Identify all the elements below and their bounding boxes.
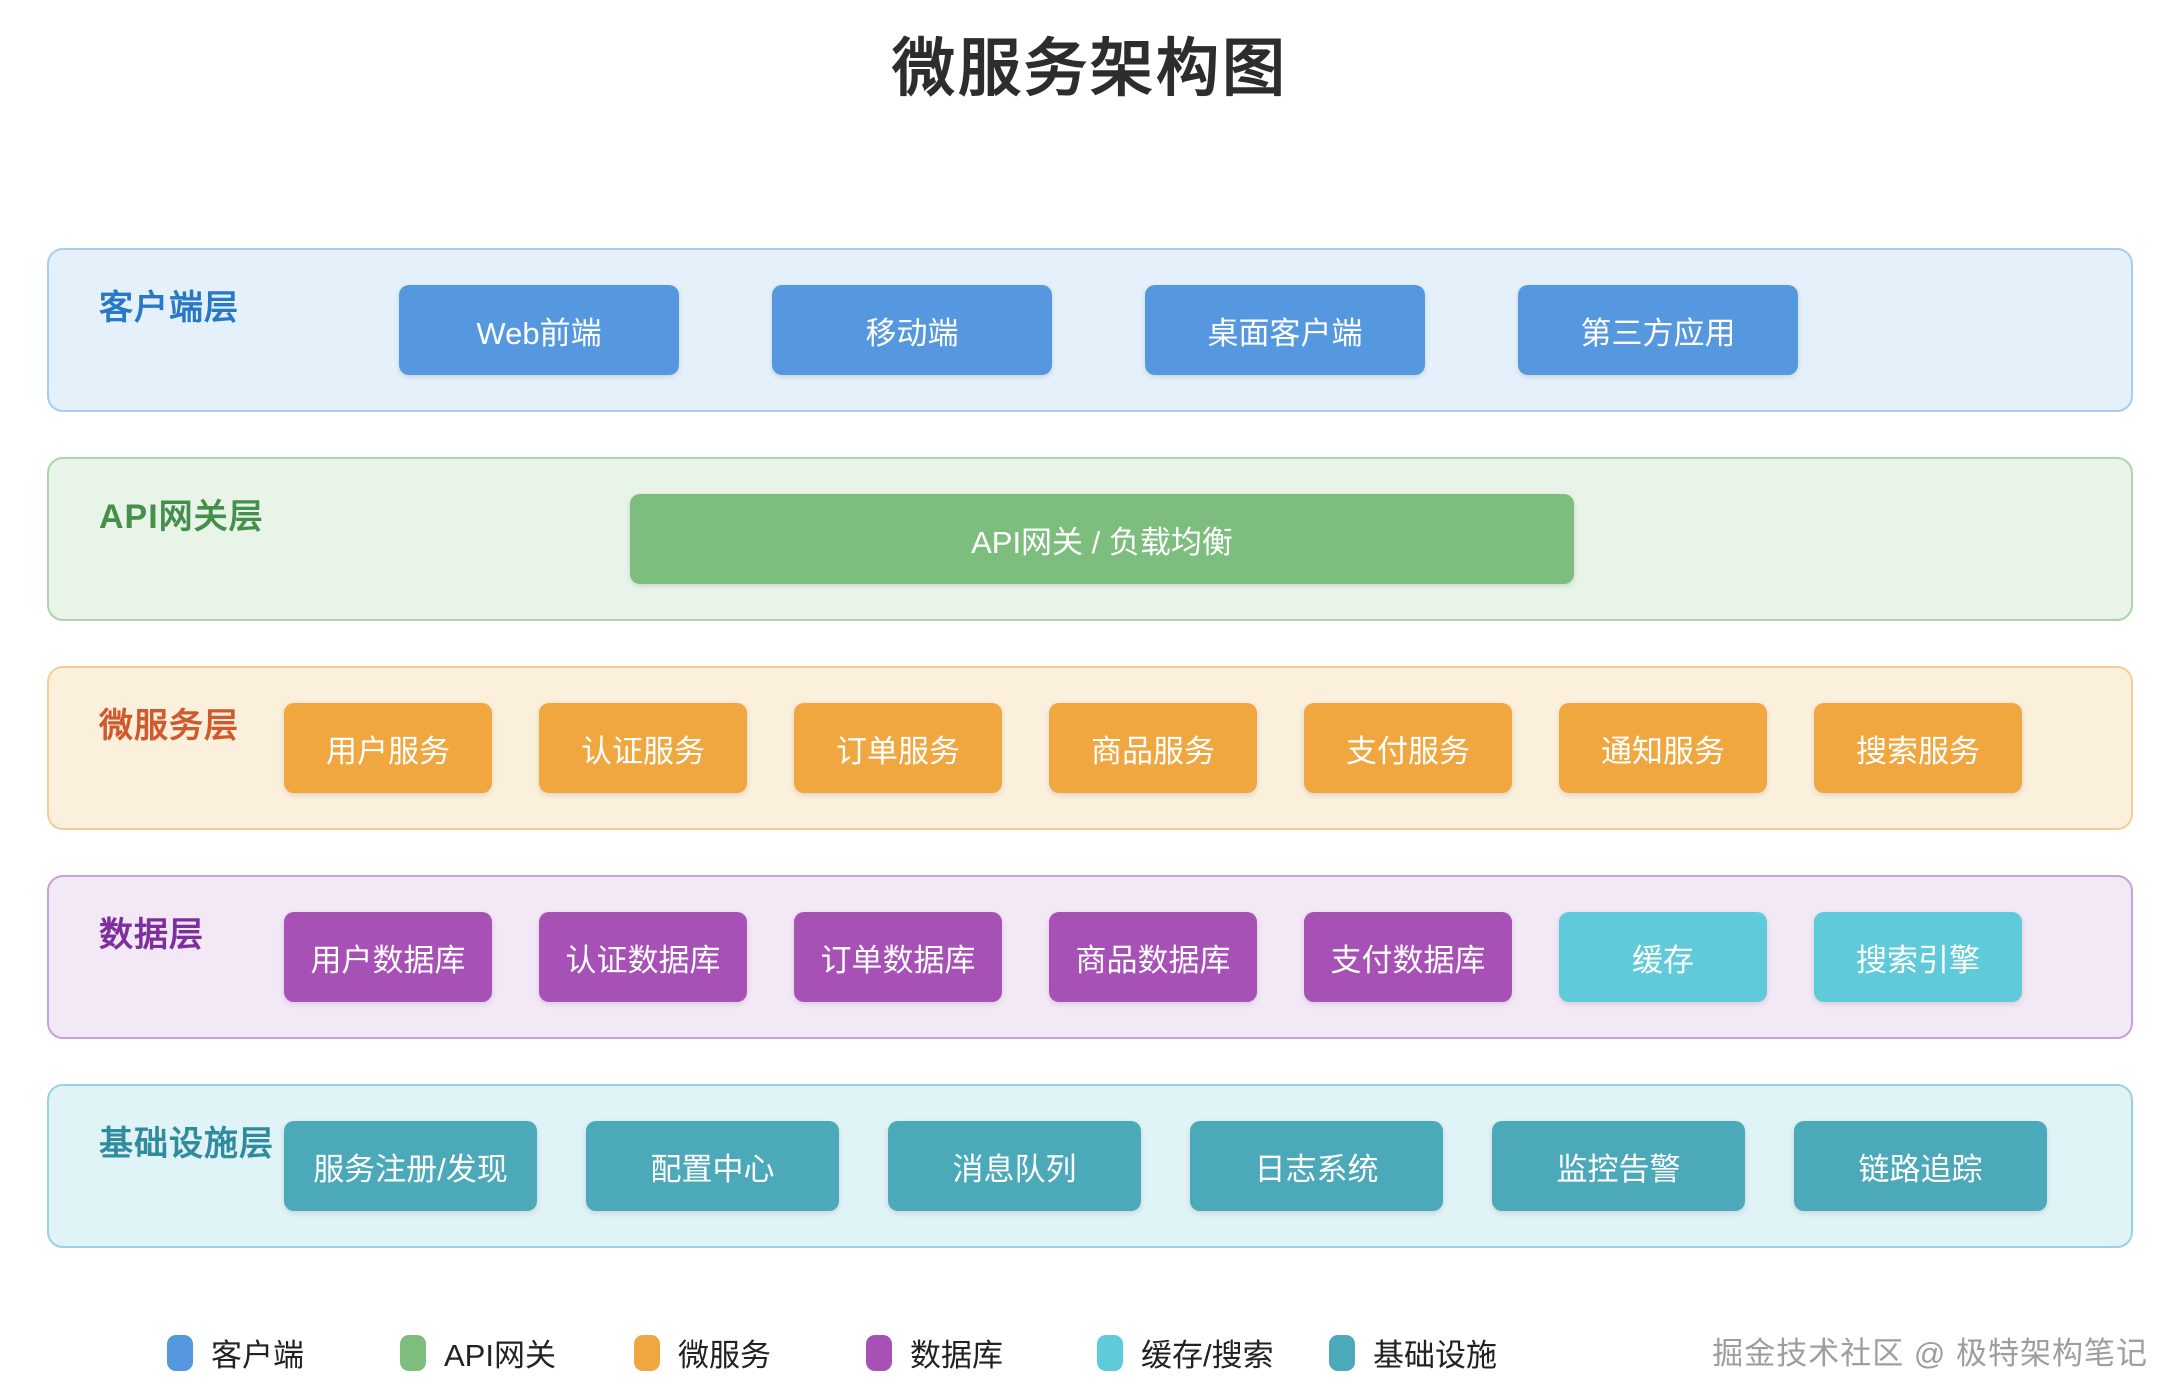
box-product-db: 商品数据库 [1049, 912, 1257, 1002]
box-search-service: 搜索服务 [1814, 703, 2022, 793]
box-service-registry-discovery: 服务注册/发现 [284, 1121, 537, 1211]
architecture-diagram: 客户端层 Web前端 移动端 桌面客户端 第三方应用 API网关层 API网关 … [47, 248, 2133, 1293]
page-title: 微服务架构图 [892, 34, 1288, 104]
legend: 客户端 API网关 微服务 数据库 缓存/搜索 基础设施 [167, 1330, 1567, 1373]
box-auth-db: 认证数据库 [539, 912, 747, 1002]
box-payment-db: 支付数据库 [1304, 912, 1512, 1002]
legend-item-microservice: 微服务 [634, 1330, 771, 1375]
infrastructure-layer-label: 基础设施层 [99, 1125, 274, 1163]
box-search-engine: 搜索引擎 [1814, 912, 2022, 1002]
legend-label-microservice: 微服务 [678, 1338, 771, 1373]
infrastructure-layer-boxes: 服务注册/发现 配置中心 消息队列 日志系统 监控告警 链路追踪 [284, 1121, 2047, 1211]
microservices-layer-label: 微服务层 [99, 707, 239, 745]
legend-label-client: 客户端 [211, 1338, 304, 1373]
legend-swatch-infrastructure [1329, 1334, 1355, 1371]
legend-swatch-cache-search [1097, 1334, 1123, 1371]
legend-label-database: 数据库 [910, 1338, 1003, 1373]
box-message-queue: 消息队列 [888, 1121, 1141, 1211]
legend-item-api-gateway: API网关 [400, 1330, 556, 1375]
legend-swatch-database [866, 1334, 892, 1371]
legend-item-infrastructure: 基础设施 [1329, 1330, 1497, 1375]
box-notification-service: 通知服务 [1559, 703, 1767, 793]
box-monitoring-alerting: 监控告警 [1492, 1121, 1745, 1211]
data-layer-label: 数据层 [99, 916, 204, 954]
legend-swatch-client [167, 1334, 193, 1371]
box-api-gateway-load-balancer: API网关 / 负载均衡 [630, 494, 1574, 584]
box-payment-service: 支付服务 [1304, 703, 1512, 793]
box-distributed-tracing: 链路追踪 [1794, 1121, 2047, 1211]
infrastructure-layer: 基础设施层 服务注册/发现 配置中心 消息队列 日志系统 监控告警 链路追踪 [47, 1084, 2133, 1248]
microservices-layer: 微服务层 用户服务 认证服务 订单服务 商品服务 支付服务 通知服务 搜索服务 [47, 666, 2133, 830]
box-auth-service: 认证服务 [539, 703, 747, 793]
client-layer: 客户端层 Web前端 移动端 桌面客户端 第三方应用 [47, 248, 2133, 412]
watermark-text: 掘金技术社区 @ 极特架构笔记 [1712, 1336, 2148, 1371]
box-third-party-app: 第三方应用 [1518, 285, 1798, 375]
client-layer-boxes: Web前端 移动端 桌面客户端 第三方应用 [399, 285, 1798, 375]
data-layer: 数据层 用户数据库 认证数据库 订单数据库 商品数据库 支付数据库 缓存 搜索引… [47, 875, 2133, 1039]
box-config-center: 配置中心 [586, 1121, 839, 1211]
api-gateway-layer: API网关层 API网关 / 负载均衡 [47, 457, 2133, 621]
api-gateway-layer-label: API网关层 [99, 498, 264, 536]
box-desktop-client: 桌面客户端 [1145, 285, 1425, 375]
legend-label-api-gateway: API网关 [444, 1338, 556, 1373]
box-user-service: 用户服务 [284, 703, 492, 793]
legend-swatch-api-gateway [400, 1334, 426, 1371]
box-order-db: 订单数据库 [794, 912, 1002, 1002]
box-log-system: 日志系统 [1190, 1121, 1443, 1211]
legend-swatch-microservice [634, 1334, 660, 1371]
legend-label-infrastructure: 基础设施 [1373, 1338, 1497, 1373]
box-cache: 缓存 [1559, 912, 1767, 1002]
box-product-service: 商品服务 [1049, 703, 1257, 793]
client-layer-label: 客户端层 [99, 289, 239, 327]
microservices-layer-boxes: 用户服务 认证服务 订单服务 商品服务 支付服务 通知服务 搜索服务 [284, 703, 2022, 793]
legend-label-cache-search: 缓存/搜索 [1141, 1338, 1274, 1373]
box-order-service: 订单服务 [794, 703, 1002, 793]
box-user-db: 用户数据库 [284, 912, 492, 1002]
api-gateway-layer-boxes: API网关 / 负载均衡 [630, 494, 1574, 584]
data-layer-boxes: 用户数据库 认证数据库 订单数据库 商品数据库 支付数据库 缓存 搜索引擎 [284, 912, 2022, 1002]
box-mobile: 移动端 [772, 285, 1052, 375]
legend-item-client: 客户端 [167, 1330, 304, 1375]
legend-item-database: 数据库 [866, 1330, 1003, 1375]
box-web-frontend: Web前端 [399, 285, 679, 375]
legend-item-cache-search: 缓存/搜索 [1097, 1330, 1274, 1375]
